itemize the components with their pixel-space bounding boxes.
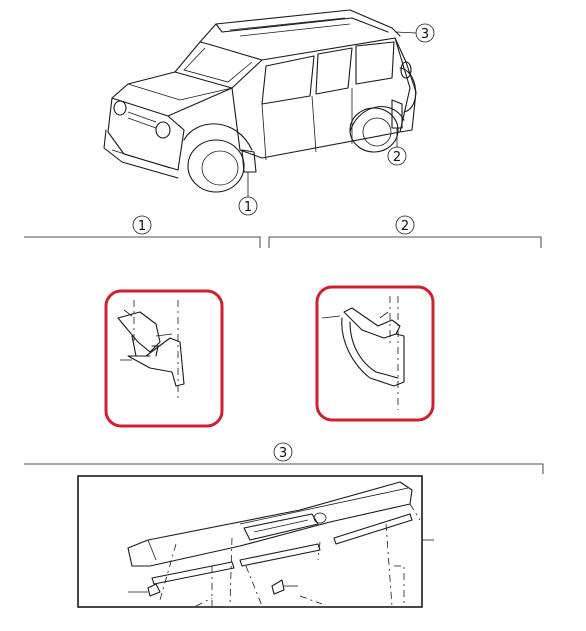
part-2-detail: [315, 285, 435, 422]
part-1-detail: [104, 289, 224, 428]
part-3-detail: [77, 475, 434, 608]
section-2-header: 2: [268, 215, 542, 248]
section-3-header: 3: [24, 442, 544, 474]
rear-mudflap-icon: [321, 296, 405, 410]
rear-spoiler-icon: [127, 481, 434, 607]
section-2-label: 2: [401, 219, 409, 234]
callout-2-label: 2: [393, 150, 401, 165]
callout-3-top: 3: [395, 23, 435, 43]
callout-3-label: 3: [421, 27, 429, 42]
front-mudflap-icon: [117, 300, 185, 398]
section-1-label: 1: [138, 219, 146, 234]
front-mudflap-on-vehicle: [241, 149, 257, 173]
callout-2-top: 2: [387, 128, 407, 166]
rear-mudflap-on-vehicle: [391, 99, 403, 129]
part-2-highlight-box: [315, 285, 435, 422]
part-1-highlight-box: [104, 289, 224, 428]
part-3-frame: [77, 475, 423, 608]
vehicle-illustration: [103, 9, 417, 193]
callout-1-label: 1: [244, 200, 252, 215]
section-1-header: 1: [24, 215, 261, 248]
callout-1-top: 1: [238, 172, 258, 216]
section-3-label: 3: [279, 446, 287, 461]
